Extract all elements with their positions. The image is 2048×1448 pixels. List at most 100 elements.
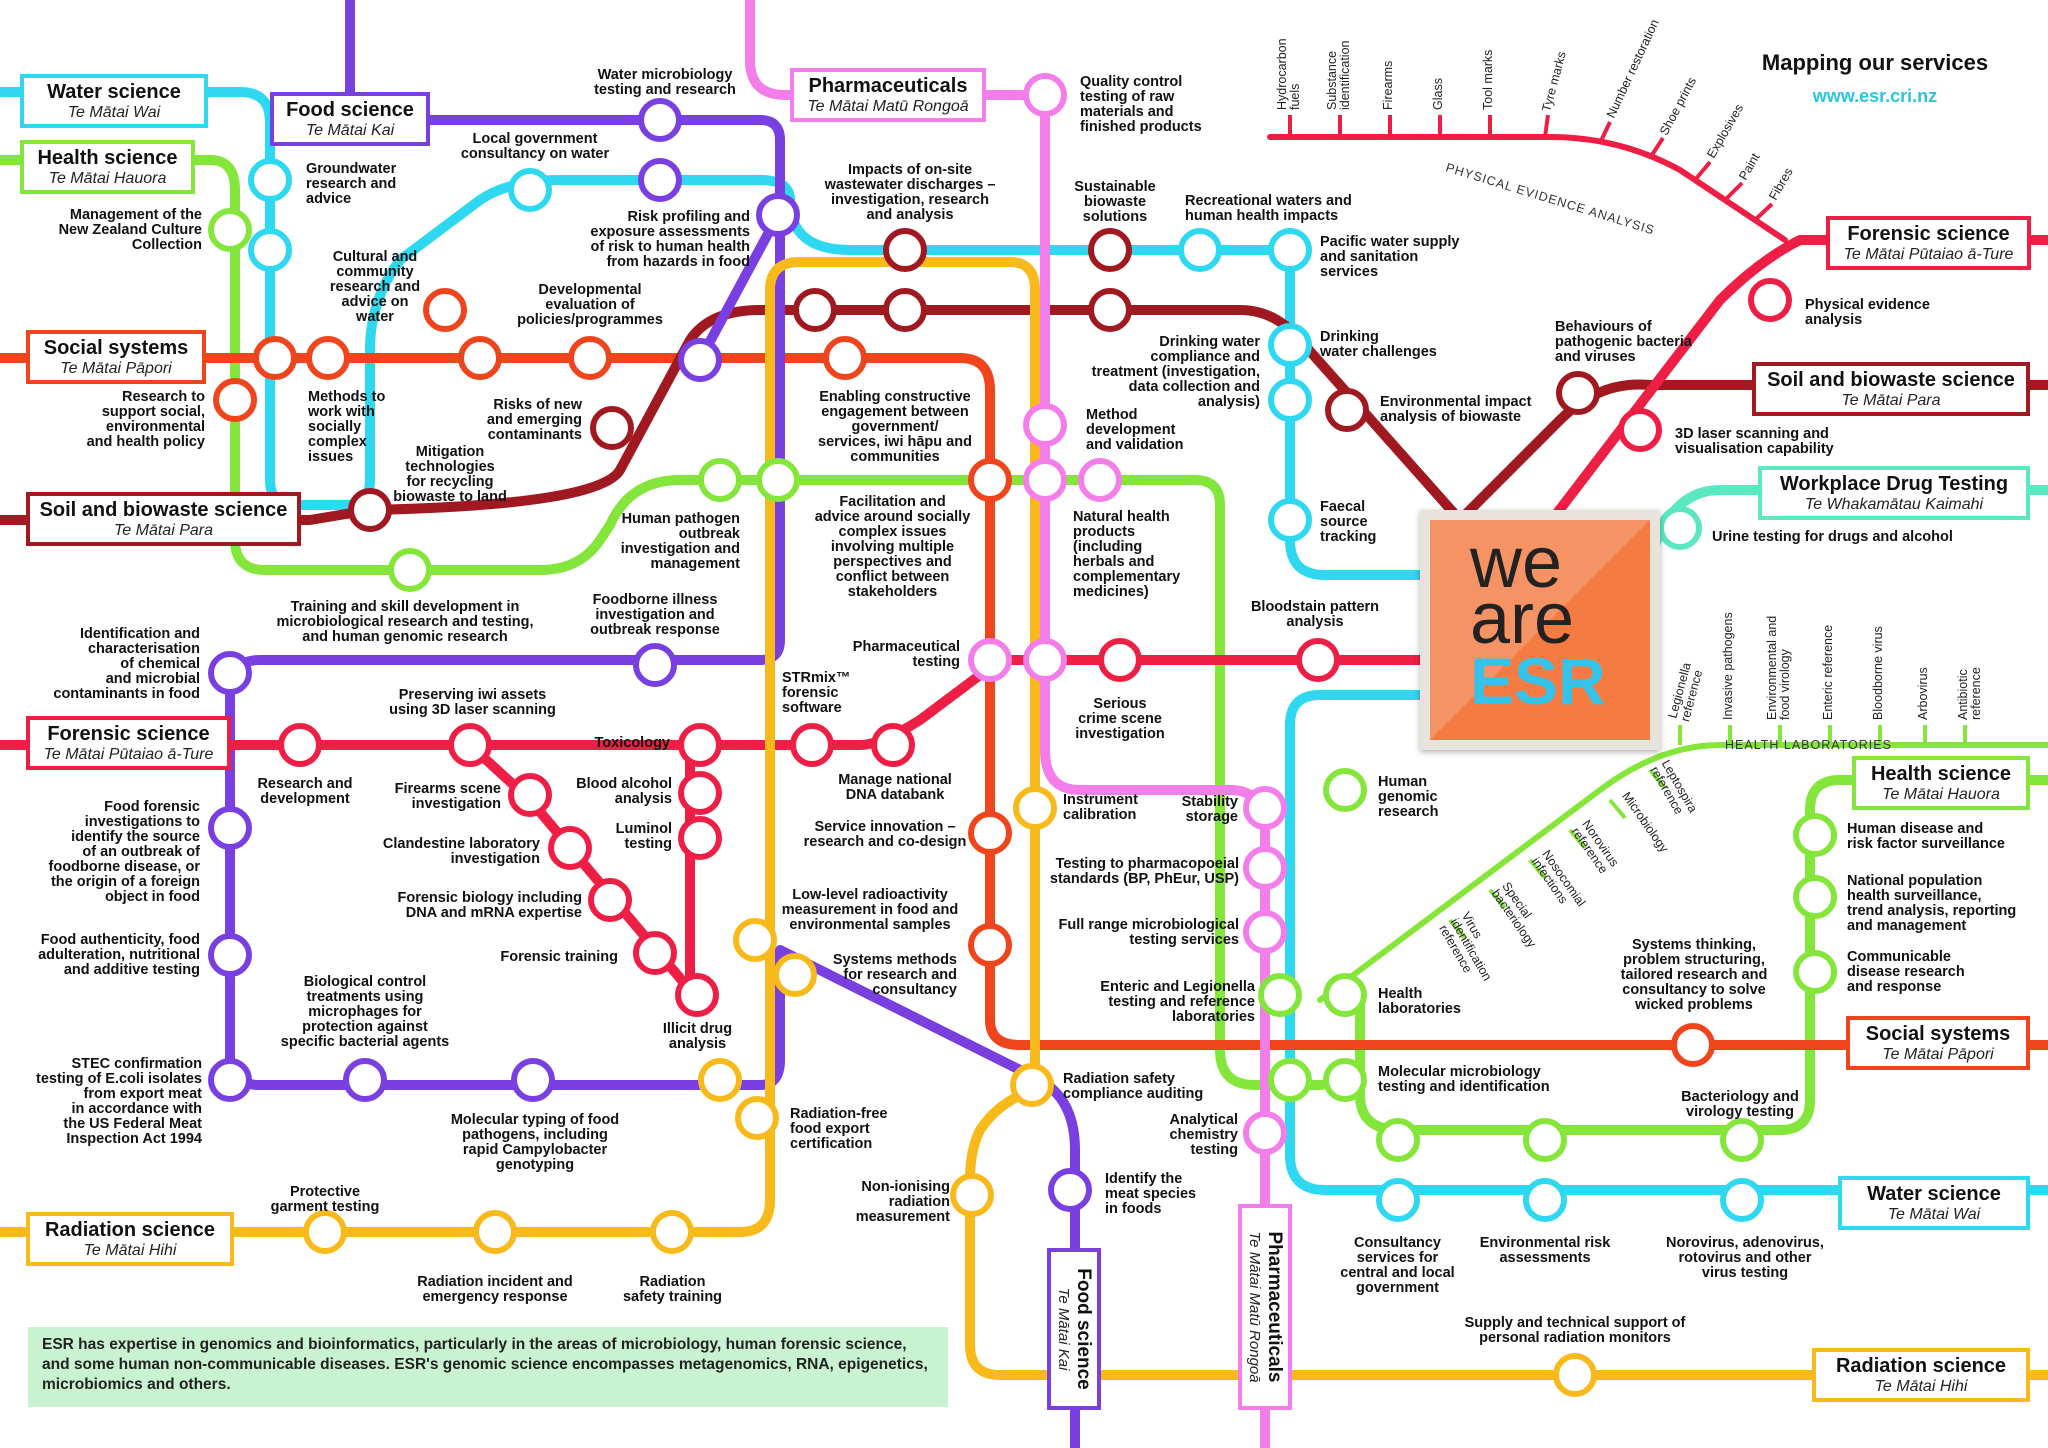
label-cultural-advice: Cultural and community research and advi… bbox=[329, 249, 421, 325]
station-biological-control bbox=[343, 1058, 387, 1102]
label-service-innovation: Service innovation – research and co-des… bbox=[803, 819, 967, 850]
website-link[interactable]: www.esr.cri.nz bbox=[1812, 86, 1938, 106]
pe-branch-2: Firearms bbox=[1381, 60, 1395, 110]
station-radiation-free-2 bbox=[735, 1096, 779, 1140]
station-drinking bbox=[1268, 323, 1312, 367]
label-bacteriology: Bacteriology and virology testing bbox=[1681, 1089, 1799, 1120]
station-identification bbox=[208, 651, 252, 695]
label-behaviours: Behaviours of pathogenic bacteria and vi… bbox=[1555, 319, 1692, 365]
station-service-innovation bbox=[968, 811, 1012, 855]
station-laser-visualisation bbox=[1618, 408, 1662, 452]
label-onsite-wastewater: Impacts of on-site wastewater discharges… bbox=[824, 162, 996, 223]
station-risk-profiling bbox=[756, 193, 800, 237]
logo-esr: ESR bbox=[1470, 644, 1606, 718]
station-systems-thinking bbox=[1671, 1023, 1715, 1067]
station-nz-culture bbox=[208, 208, 252, 252]
pe-branch-1: Substance identification bbox=[1325, 40, 1352, 111]
label-norovirus: Norovirus, adenovirus, rotovirus and oth… bbox=[1666, 1235, 1824, 1281]
station-radiation-compliance bbox=[1010, 1063, 1054, 1107]
station-radiation-incident bbox=[473, 1210, 517, 1254]
station-consultancy bbox=[1376, 1118, 1420, 1162]
label-risks-contaminants: Risks of new and emerging contaminants bbox=[486, 397, 582, 443]
station-low-level-2 bbox=[773, 953, 817, 997]
label-research-policy: Research to support social, environmenta… bbox=[86, 389, 205, 450]
label-env-impact: Environmental impact analysis of biowast… bbox=[1380, 394, 1532, 425]
station-local-government bbox=[508, 168, 552, 212]
station-enabling bbox=[793, 288, 837, 332]
label-identify-meat: Identify the meat species in foods bbox=[1105, 1171, 1197, 1217]
station-radiation-training bbox=[650, 1210, 694, 1254]
label-training: Training and skill development in microb… bbox=[276, 599, 534, 645]
station-radiation-free bbox=[698, 1058, 742, 1102]
station-manage-dna bbox=[871, 723, 915, 767]
pe-branch-4: Tool marks bbox=[1481, 49, 1495, 110]
label-radiation-training: Radiation safety training bbox=[622, 1274, 723, 1305]
hl-upper-3: Enteric reference bbox=[1821, 624, 1835, 720]
label-radiation-incident: Radiation incident and emergency respons… bbox=[417, 1274, 573, 1305]
label-stec: STEC confirmation testing of E.coli isol… bbox=[36, 1056, 202, 1147]
label-health-labs: Health laboratories bbox=[1378, 986, 1461, 1017]
label-strmix: STRmix™ forensic software bbox=[782, 670, 851, 716]
station-natural-health-2 bbox=[1078, 458, 1122, 502]
label-pharma-testing: Pharmaceutical testing bbox=[852, 639, 960, 670]
label-systems-thinking: Systems thinking, problem structuring, t… bbox=[1620, 937, 1768, 1013]
label-physical-evidence: Physical evidence analysis bbox=[1805, 297, 1930, 328]
station-enteric-legionella bbox=[1258, 973, 1302, 1017]
label-human-genomic: Human genomic research bbox=[1378, 774, 1439, 820]
station-urine bbox=[1658, 506, 1702, 550]
station-strmix bbox=[790, 723, 834, 767]
esr-logo: we are ESR bbox=[1420, 510, 1660, 750]
station-research-development bbox=[278, 723, 322, 767]
station-bloodstain bbox=[1296, 638, 1340, 682]
label-full-range: Full range microbiological testing servi… bbox=[1058, 917, 1239, 948]
station-human-pathogen bbox=[698, 458, 742, 502]
health-line-right bbox=[1355, 775, 2048, 1135]
hl-upper-1: Invasive pathogens bbox=[1721, 612, 1735, 720]
label-national-population: National population health surveillance,… bbox=[1847, 873, 2017, 934]
station-toxicology bbox=[678, 723, 722, 767]
station-stec bbox=[208, 1058, 252, 1102]
hl-upper-6: Antibiotic reference bbox=[1956, 667, 1983, 720]
station-recreational bbox=[1178, 228, 1222, 272]
station-methods-complex-2 bbox=[306, 336, 350, 380]
physical-evidence-line bbox=[1267, 134, 1788, 243]
logo-are: are bbox=[1470, 579, 1575, 659]
label-facilitation: Facilitation and advice around socially … bbox=[814, 494, 971, 600]
label-local-government: Local government consultancy on water bbox=[460, 131, 610, 162]
station-human-genomic bbox=[1323, 768, 1367, 812]
pe-branch-0: Hydrocarbon fuels bbox=[1275, 38, 1302, 110]
label-instrument-calibration: Instrument calibration bbox=[1063, 792, 1138, 823]
label-pacific-water: Pacific water supply and sanitation serv… bbox=[1320, 234, 1460, 280]
label-radiation-free: Radiation-free food export certification bbox=[790, 1106, 888, 1152]
station-groundwater-2 bbox=[248, 228, 292, 272]
station-groundwater bbox=[248, 158, 292, 202]
label-sustainable-biowaste: Sustainable biowaste solutions bbox=[1074, 179, 1156, 225]
station-firearms-scene bbox=[508, 773, 552, 817]
station-bacteriology-2 bbox=[1720, 1178, 1764, 1222]
health-labs-title: HEALTH LABORATORIES bbox=[1725, 738, 1892, 752]
station-systems-methods bbox=[968, 923, 1012, 967]
health-labs-line bbox=[1317, 742, 2048, 1003]
label-urine: Urine testing for drugs and alcohol bbox=[1712, 529, 1953, 545]
label-clandestine: Clandestine laboratory investigation bbox=[382, 836, 540, 867]
station-human-disease bbox=[1793, 813, 1837, 857]
station-env-risk bbox=[1523, 1118, 1567, 1162]
station-pacific-water bbox=[1268, 228, 1312, 272]
label-human-disease: Human disease and risk factor surveillan… bbox=[1847, 821, 2005, 852]
station-molecular-micro bbox=[1268, 1058, 1312, 1102]
label-water-microbiology: Water microbiology testing and research bbox=[594, 67, 736, 98]
station-cultural-advice-2 bbox=[458, 336, 502, 380]
label-manage-dna: Manage national DNA databank bbox=[838, 772, 952, 803]
station-research-policy bbox=[213, 378, 257, 422]
genomics-note: ESR has expertise in genomics and bioinf… bbox=[28, 1327, 948, 1407]
station-molecular-micro-2 bbox=[1323, 1058, 1367, 1102]
